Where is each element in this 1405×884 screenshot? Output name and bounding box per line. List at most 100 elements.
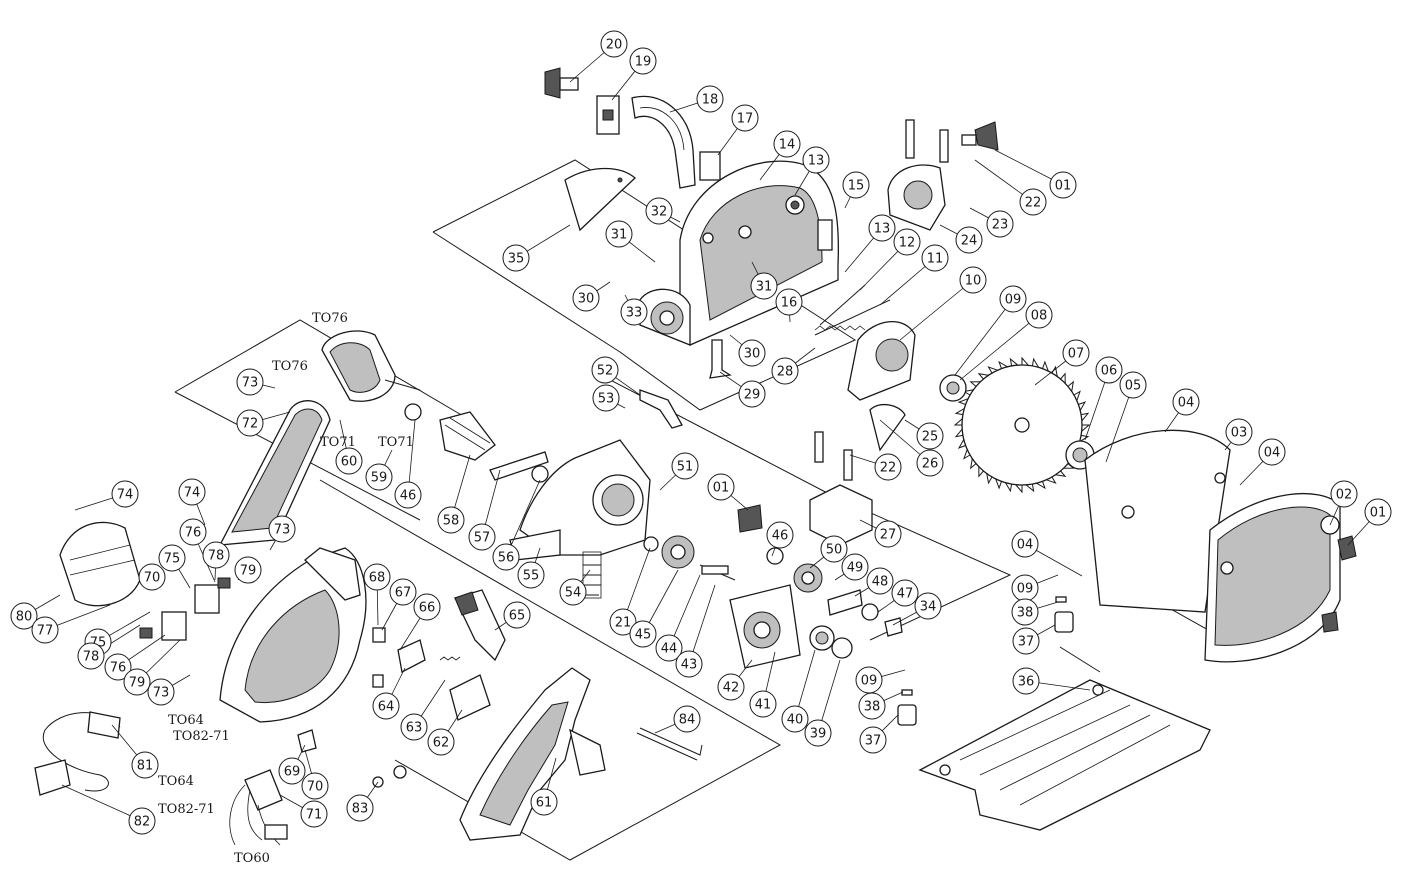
callout-number: 18 bbox=[702, 93, 719, 108]
callout-number: 07 bbox=[1068, 347, 1085, 362]
end-cap-80 bbox=[59, 521, 141, 607]
blade-tooth bbox=[995, 478, 1002, 490]
pin-29 bbox=[709, 339, 732, 379]
spring-54 bbox=[582, 551, 602, 599]
callout-number: 84 bbox=[679, 713, 696, 728]
callout-number: 80 bbox=[16, 610, 33, 625]
callout-number: 01 bbox=[1370, 506, 1387, 521]
armature bbox=[404, 403, 496, 461]
clip-17 bbox=[699, 151, 721, 181]
brush-holder-upper bbox=[194, 584, 220, 614]
callout-number: 78 bbox=[83, 650, 100, 665]
callout-number: 67 bbox=[395, 586, 412, 601]
wire-label: TO71 bbox=[320, 435, 356, 450]
knob-01-center bbox=[737, 504, 763, 533]
callout-number: 13 bbox=[874, 222, 891, 237]
blade-tooth bbox=[1025, 484, 1035, 493]
callout-number: 31 bbox=[611, 228, 628, 243]
callout-number: 34 bbox=[920, 600, 937, 615]
callout-bubble bbox=[986, 210, 1014, 238]
leader-line bbox=[688, 584, 716, 665]
callout-bubble bbox=[645, 197, 673, 225]
callout-number: 04 bbox=[1264, 446, 1281, 461]
callout-bubble bbox=[773, 130, 801, 158]
callout-bubble bbox=[868, 214, 896, 242]
callout-bubble bbox=[1011, 530, 1039, 558]
callout-bubble bbox=[1172, 388, 1200, 416]
callout-number: 30 bbox=[578, 292, 595, 307]
gear-housing bbox=[509, 439, 651, 561]
callout-bubble bbox=[389, 578, 417, 606]
callout-number: 08 bbox=[1031, 309, 1048, 324]
callout-bubble bbox=[1049, 171, 1077, 199]
brush-holder-lower bbox=[161, 611, 187, 641]
callout-bubble bbox=[916, 449, 944, 477]
wire-label: TO64 bbox=[158, 774, 194, 789]
leader-line bbox=[899, 279, 974, 341]
callout-number: 20 bbox=[606, 38, 623, 53]
callout-number: 66 bbox=[419, 601, 436, 616]
callout-bubble bbox=[771, 357, 799, 385]
callout-bubble bbox=[468, 523, 496, 551]
callout-number: 55 bbox=[523, 569, 540, 584]
callout-bubble bbox=[202, 541, 230, 569]
callout-bubble bbox=[802, 146, 830, 174]
callout-number: 71 bbox=[306, 808, 323, 823]
callout-bubble bbox=[749, 690, 777, 718]
callout-number: 47 bbox=[897, 587, 914, 602]
blade-tooth bbox=[957, 398, 969, 405]
callout-number: 01 bbox=[713, 481, 730, 496]
callout-number: 43 bbox=[681, 658, 698, 673]
callout-number: 13 bbox=[808, 154, 825, 169]
callout-number: 72 bbox=[242, 417, 259, 432]
callout-number: 44 bbox=[661, 642, 678, 657]
callout-number: 77 bbox=[37, 624, 54, 639]
leader-line bbox=[959, 314, 1040, 381]
callout-number: 58 bbox=[443, 514, 460, 529]
callout-bubble bbox=[178, 478, 206, 506]
callout-bubble bbox=[1019, 188, 1047, 216]
wire-label: TO64 bbox=[168, 713, 204, 728]
callout-bubble bbox=[1062, 339, 1090, 367]
callout-bubble bbox=[750, 272, 778, 300]
wire-label: TO71 bbox=[378, 435, 414, 450]
callout-bubble bbox=[874, 520, 902, 548]
blade-tooth bbox=[1081, 412, 1090, 422]
callout-bubble bbox=[731, 104, 759, 132]
callout-bubble bbox=[413, 593, 441, 621]
blade-cover bbox=[1084, 429, 1341, 663]
ring-39 bbox=[831, 637, 853, 659]
callout-bubble bbox=[1025, 301, 1053, 329]
callout-bubble bbox=[921, 244, 949, 272]
callout-bubble bbox=[236, 368, 264, 396]
callout-number: 23 bbox=[992, 218, 1009, 233]
callout-number: 39 bbox=[810, 727, 827, 742]
callout-number: 09 bbox=[1017, 582, 1034, 597]
callout-bubble bbox=[346, 794, 374, 822]
blade-tooth bbox=[998, 360, 1008, 369]
callout-number: 11 bbox=[927, 252, 944, 267]
callout-number: 74 bbox=[184, 486, 201, 501]
shaft-48 bbox=[827, 589, 863, 616]
blade-tooth bbox=[1078, 401, 1087, 411]
callout-number: 79 bbox=[129, 676, 146, 691]
callout-bubble bbox=[874, 453, 902, 481]
knob-01-right bbox=[1337, 535, 1357, 561]
wire-label: TO76 bbox=[312, 311, 348, 326]
callout-bubble bbox=[859, 726, 887, 754]
callout-bubble bbox=[572, 284, 600, 312]
callout-number: 21 bbox=[615, 616, 632, 631]
callout-number: 31 bbox=[756, 280, 773, 295]
callout-bubble bbox=[1011, 598, 1039, 626]
callout-number: 16 bbox=[781, 296, 798, 311]
callout-number: 03 bbox=[1231, 426, 1248, 441]
shield-plate bbox=[564, 167, 636, 232]
callout-bubble bbox=[858, 692, 886, 720]
callout-number: 10 bbox=[965, 274, 982, 289]
callout-bubble bbox=[131, 751, 159, 779]
callout-bubble bbox=[363, 563, 391, 591]
callout-number: 33 bbox=[626, 306, 643, 321]
callout-number: 46 bbox=[772, 529, 789, 544]
callout-number: 05 bbox=[1125, 379, 1142, 394]
